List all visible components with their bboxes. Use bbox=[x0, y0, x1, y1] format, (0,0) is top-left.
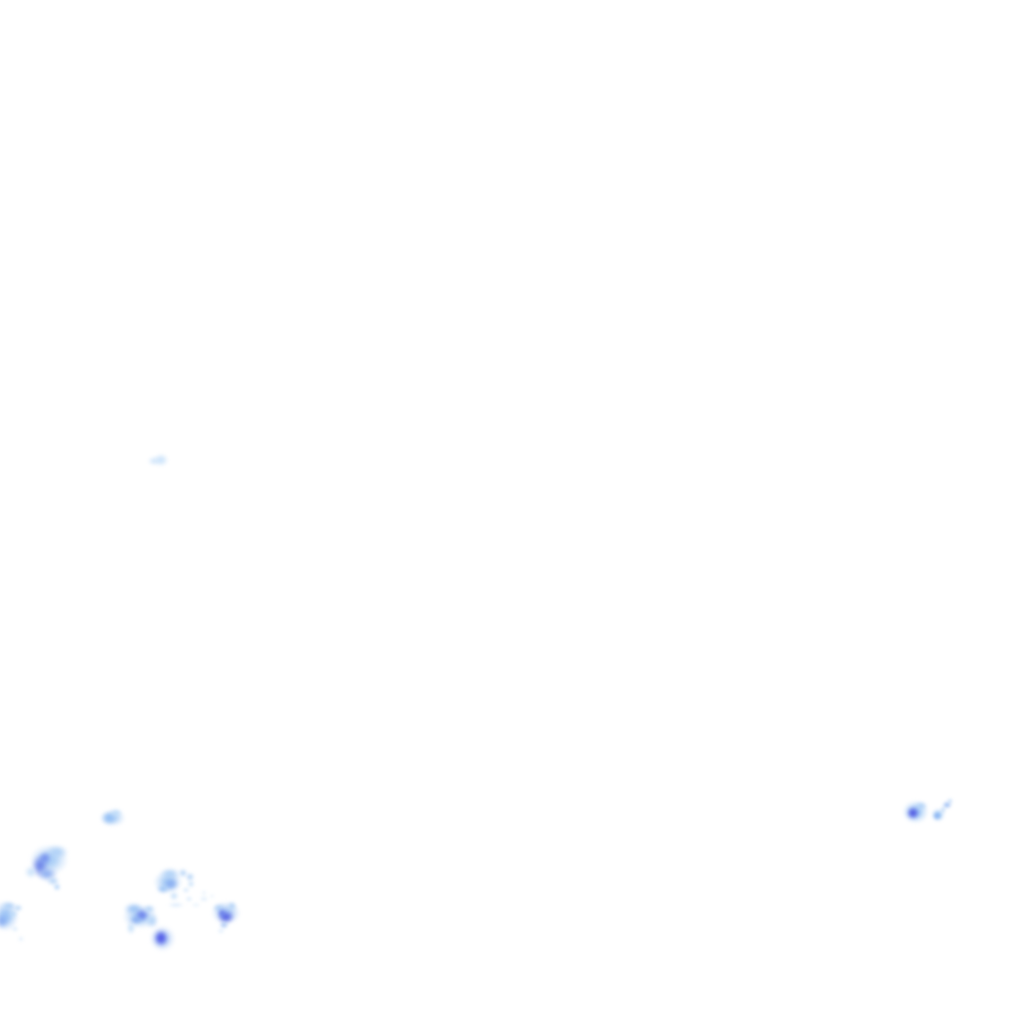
comma-cluster-southwest bbox=[24, 865, 38, 879]
comma-cluster-southwest bbox=[38, 851, 52, 865]
main-cell-south bbox=[122, 904, 158, 930]
faint-wisps bbox=[200, 889, 208, 897]
main-cell-south bbox=[125, 921, 137, 935]
left-edge-blob bbox=[0, 899, 19, 933]
main-cell-south bbox=[133, 908, 151, 922]
mushroom-swirl-cell bbox=[184, 895, 194, 903]
comma-cluster-southwest bbox=[46, 875, 60, 887]
crown-cell-southeast-of-cluster bbox=[211, 900, 241, 926]
mushroom-swirl-cell bbox=[166, 902, 186, 908]
left-edge-blob bbox=[0, 912, 9, 930]
small-cell-west bbox=[100, 811, 118, 825]
teardrop-cell-southeast bbox=[914, 800, 928, 812]
faint-speck-northwest bbox=[152, 453, 170, 467]
crown-cell-southeast-of-cluster bbox=[226, 901, 238, 911]
comma-cluster-southwest bbox=[52, 882, 62, 892]
main-cell-south bbox=[142, 903, 156, 915]
small-cell-west bbox=[98, 808, 126, 828]
mushroom-swirl-cell bbox=[156, 883, 170, 895]
teardrop-cell-southeast bbox=[901, 799, 929, 825]
faint-wisps bbox=[190, 902, 202, 908]
crown-cell-southeast-of-cluster bbox=[212, 902, 226, 914]
vivid-core-cell-south bbox=[154, 930, 168, 946]
left-edge-blob bbox=[12, 903, 24, 913]
crown-cell-southeast-of-cluster bbox=[216, 910, 236, 924]
main-cell-south bbox=[129, 914, 143, 926]
mushroom-swirl-cell bbox=[153, 869, 183, 895]
checkmark-cell-southeast bbox=[939, 805, 947, 815]
left-edge-blob bbox=[0, 900, 18, 912]
mushroom-swirl-cell bbox=[177, 868, 189, 878]
comma-cluster-southwest bbox=[36, 865, 58, 883]
crown-cell-southeast-of-cluster bbox=[218, 920, 230, 930]
checkmark-cell-southeast bbox=[932, 811, 942, 821]
mushroom-swirl-cell bbox=[186, 879, 196, 889]
faint-wisps bbox=[199, 896, 209, 902]
left-edge-blob bbox=[10, 925, 20, 933]
faint-wisps bbox=[209, 893, 215, 899]
mushroom-swirl-cell bbox=[159, 867, 181, 881]
vivid-core-cell-south bbox=[148, 924, 176, 952]
mushroom-swirl-cell bbox=[162, 877, 180, 891]
comma-cluster-southwest bbox=[28, 843, 70, 877]
left-edge-blob bbox=[7, 909, 19, 919]
small-cell-west bbox=[109, 807, 123, 819]
mushroom-swirl-cell bbox=[181, 886, 191, 894]
teardrop-cell-southeast bbox=[905, 805, 921, 821]
crown-cell-southeast-of-cluster bbox=[216, 907, 228, 919]
vivid-core-cell-south bbox=[151, 927, 171, 949]
checkmark-cell-southeast bbox=[942, 800, 952, 810]
mushroom-swirl-cell bbox=[185, 872, 195, 882]
faint-speck-northwest bbox=[147, 455, 161, 467]
checkmark-cell-southeast bbox=[947, 798, 953, 804]
checkmark-cell-southeast bbox=[931, 808, 945, 822]
main-cell-south bbox=[145, 912, 159, 930]
mushroom-swirl-cell bbox=[168, 890, 180, 902]
comma-cluster-southwest bbox=[30, 853, 50, 879]
crown-cell-southeast-of-cluster bbox=[216, 928, 226, 934]
main-cell-south bbox=[123, 902, 145, 916]
left-edge-blob bbox=[17, 936, 25, 942]
comma-cluster-southwest bbox=[44, 843, 70, 861]
